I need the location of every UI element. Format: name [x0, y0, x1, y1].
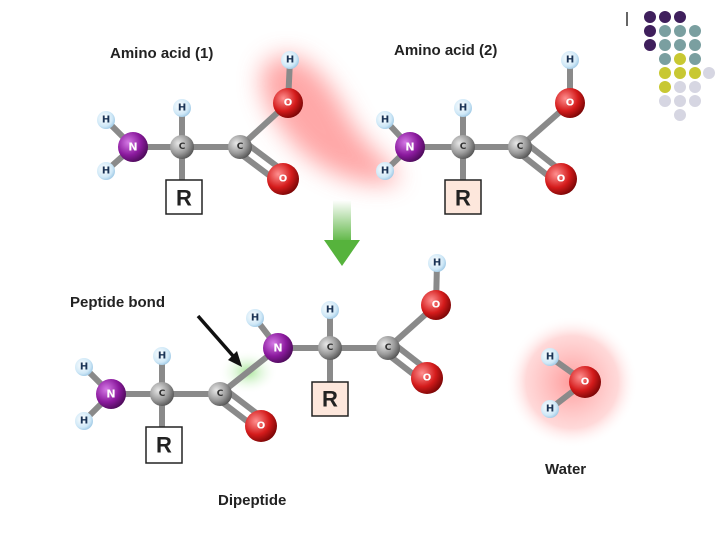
atom-label: H	[102, 166, 110, 177]
carbon-atom	[208, 382, 232, 406]
atom-label: O	[279, 174, 288, 185]
hydrogen-atom	[246, 309, 264, 327]
nitrogen-atom	[96, 379, 126, 409]
water-molecule: H H O	[541, 348, 601, 418]
r-group-label: R	[156, 433, 172, 458]
corner-decoration	[626, 11, 715, 121]
atom-label: N	[273, 342, 282, 355]
atom-label: O	[566, 98, 575, 109]
hydrogen-atom	[376, 162, 394, 180]
atom-label: H	[178, 103, 186, 114]
atom-label: O	[423, 373, 432, 384]
atom-label: C	[385, 343, 392, 353]
hydrogen-atom	[428, 254, 446, 272]
nitrogen-atom	[118, 132, 148, 162]
atom-label: O	[557, 174, 566, 185]
atom-label: H	[80, 416, 88, 427]
hydrogen-atom	[561, 51, 579, 69]
nitrogen-atom	[395, 132, 425, 162]
hydrogen-atom	[281, 51, 299, 69]
atom-label: O	[284, 98, 293, 109]
atom-label: C	[327, 343, 334, 353]
atom-label: N	[405, 141, 414, 154]
hydrogen-atom	[376, 111, 394, 129]
hydrogen-atom	[97, 111, 115, 129]
atom-label: H	[286, 55, 294, 66]
atom-label: H	[326, 305, 334, 316]
carbon-atom	[318, 336, 342, 360]
oxygen-atom	[245, 410, 277, 442]
atom-label: O	[432, 300, 441, 311]
atom-label: C	[237, 142, 244, 152]
r-group-label: R	[455, 186, 471, 211]
hydrogen-atom	[541, 348, 559, 366]
carbon-atom	[376, 336, 400, 360]
carbon-atom	[228, 135, 252, 159]
atom-label: C	[217, 389, 224, 399]
atom-label: H	[546, 352, 554, 363]
amino-acid-1-molecule: R H H N H C C H O O	[97, 51, 303, 215]
atom-label: C	[179, 142, 186, 152]
atom-label: N	[106, 388, 115, 401]
r-group-box	[165, 179, 203, 215]
r-group-box	[311, 381, 349, 417]
atom-label: O	[257, 421, 266, 432]
hydrogen-atom	[173, 99, 191, 117]
oxygen-atom	[569, 366, 601, 398]
atom-label: C	[159, 389, 166, 399]
hydrogen-atom	[321, 301, 339, 319]
hydrogen-atom	[454, 99, 472, 117]
atom-label: C	[460, 142, 467, 152]
atom-label: H	[459, 103, 467, 114]
r-group-label: R	[176, 186, 192, 211]
nitrogen-atom	[263, 333, 293, 363]
amino-acid-1-label: Amino acid (1)	[110, 45, 213, 62]
atom-label: H	[433, 258, 441, 269]
hydrogen-atom	[75, 358, 93, 376]
carbon-atom	[508, 135, 532, 159]
atom-label: H	[251, 313, 259, 324]
hydrogen-atom	[97, 162, 115, 180]
carbon-atom	[170, 135, 194, 159]
atom-label: H	[80, 362, 88, 373]
atom-label: H	[102, 115, 110, 126]
carbon-atom	[150, 382, 174, 406]
hydrogen-atom	[541, 400, 559, 418]
atom-label: H	[158, 351, 166, 362]
atom-label: H	[381, 115, 389, 126]
oxygen-atom	[421, 290, 451, 320]
r-group-label: R	[322, 387, 338, 412]
water-label: Water	[545, 461, 586, 478]
amino-acid-2-molecule: R H H N H C C H O O	[376, 51, 585, 215]
atom-label: H	[546, 404, 554, 415]
dipeptide-molecule: R R H H N H C C O H N H C C H O O	[75, 254, 451, 464]
r-group-box	[145, 426, 183, 464]
atom-label: N	[128, 141, 137, 154]
carbon-atom	[451, 135, 475, 159]
r-group-box	[444, 179, 482, 215]
oxygen-atom	[555, 88, 585, 118]
amino-acid-2-label: Amino acid (2)	[394, 42, 497, 59]
oxygen-atom	[545, 163, 577, 195]
hydrogen-atom	[153, 347, 171, 365]
atom-label: O	[581, 377, 590, 388]
reaction-arrow	[324, 200, 360, 266]
peptide-bond-label: Peptide bond	[70, 294, 165, 311]
atom-label: H	[381, 166, 389, 177]
hydrogen-atom	[75, 412, 93, 430]
oxygen-atom	[273, 88, 303, 118]
atom-label: C	[517, 142, 524, 152]
dipeptide-label: Dipeptide	[218, 492, 286, 509]
reaction-glow	[261, 55, 400, 184]
atom-label: H	[566, 55, 574, 66]
oxygen-atom	[267, 163, 299, 195]
peptide-bond-pointer	[196, 314, 242, 367]
oxygen-atom	[411, 362, 443, 394]
